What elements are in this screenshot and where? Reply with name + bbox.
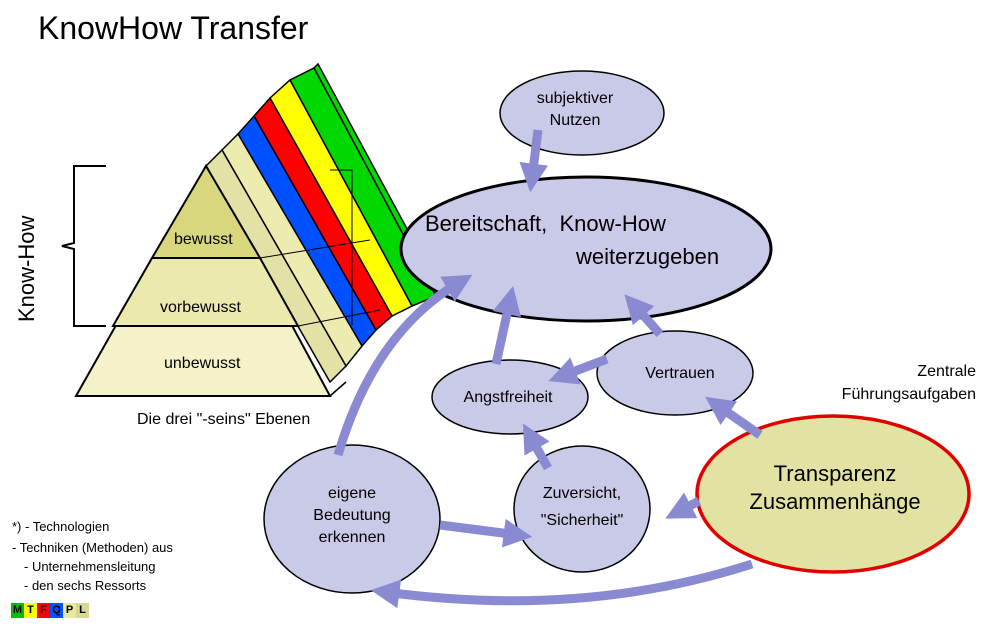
arrow-transparenz-eigene [370,559,754,609]
arrow-transparenz-zuversicht [665,492,702,519]
node-sicherheit-label: "Sicherheit" [540,512,624,529]
zuversicht-ellipse [513,445,651,573]
arrow-zuversicht-angst [522,423,552,471]
zentrale-fuehrungsaufgaben-label: Zentrale Führungsaufgaben [841,363,976,403]
mtfqpl-l: L [76,603,89,618]
mtfqpl-m: M [11,603,24,618]
vertrauen-ellipse [596,330,754,416]
level-bewusst: bewusst [174,231,233,248]
bereitschaft-ellipse [399,175,773,323]
footnote-line-1: *) - Technologien [12,519,110,534]
know-how-bracket [61,165,106,327]
node-transparenz-label: Transparenz Zusammenhänge [749,461,921,514]
node-vertrauen-label: Vertrauen [645,365,715,382]
pyramid [74,62,441,397]
footnote-line-3: - Unternehmensleitung [24,559,156,574]
node-bereitschaft-line2: weiterzugeben [576,244,720,269]
arrow-angst-bereit [491,285,521,365]
level-unbewusst: unbewusst [164,355,241,372]
mtfqpl-legend: M T F Q P L [11,603,89,618]
mtfqpl-q: Q [50,603,63,618]
footnote-line-4: - den sechs Ressorts [24,578,147,593]
know-how-side-label: Know-How [14,215,39,322]
mtfqpl-f: F [37,603,50,618]
node-zuversicht-label: Zuversicht, [542,485,622,502]
mtfqpl-p: P [63,603,76,618]
arrow-vertrauen-bereit [624,294,664,338]
arrow-nutzen-bereit [519,129,549,193]
arrow-eigene-zuversicht [439,518,533,548]
node-eigene-label: eigene Bedeutung erkennen [313,485,391,546]
footnote-line-2: - Techniken (Methoden) aus [12,540,173,555]
arrow-vertrauen-angst [548,354,609,385]
pyramid-caption: Die drei "-seins" Ebenen [137,411,311,428]
page-title: KnowHow Transfer [38,10,309,46]
mtfqpl-t: T [24,603,37,618]
eigene-ellipse [263,444,441,594]
level-vorbewusst: vorbewusst [160,299,241,316]
node-angstfreiheit-label: Angstfreiheit [463,389,553,406]
node-nutzen-label: subjektiver Nutzen [536,90,614,129]
node-bereitschaft-line1: Bereitschaft, Know-How [425,211,666,236]
arrow-eigene-bereit [333,274,473,457]
arrow-transparenz-vertrauen [705,396,763,439]
